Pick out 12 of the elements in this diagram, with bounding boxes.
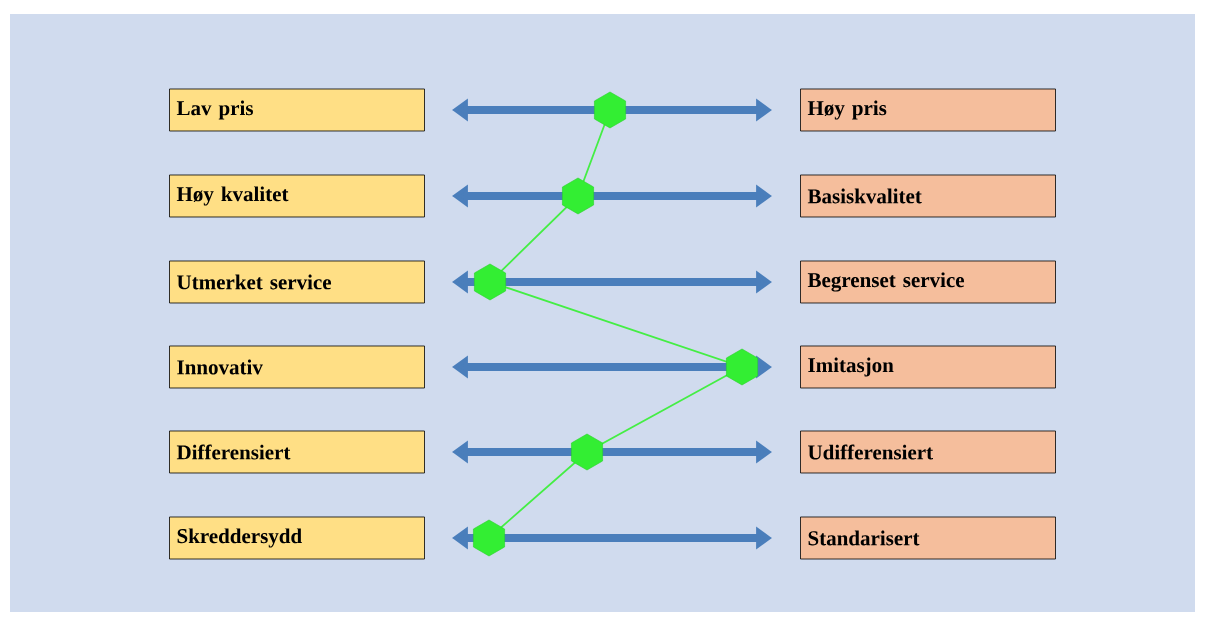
label-box: Differensiert [169,430,425,474]
label-box: Skreddersydd [169,516,425,560]
label-box: Standarisert [800,516,1056,560]
label-box: Høy kvalitet [169,174,425,218]
label-box: Utmerket service [169,260,425,304]
label-box: Høy pris [800,88,1056,132]
label-box: Lav pris [169,88,425,132]
label-box: Basiskvalitet [800,174,1056,218]
label-box: Innovativ [169,345,425,389]
label-box: Udifferensiert [800,430,1056,474]
label-box: Begrenset service [800,260,1056,304]
label-box: Imitasjon [800,345,1056,389]
